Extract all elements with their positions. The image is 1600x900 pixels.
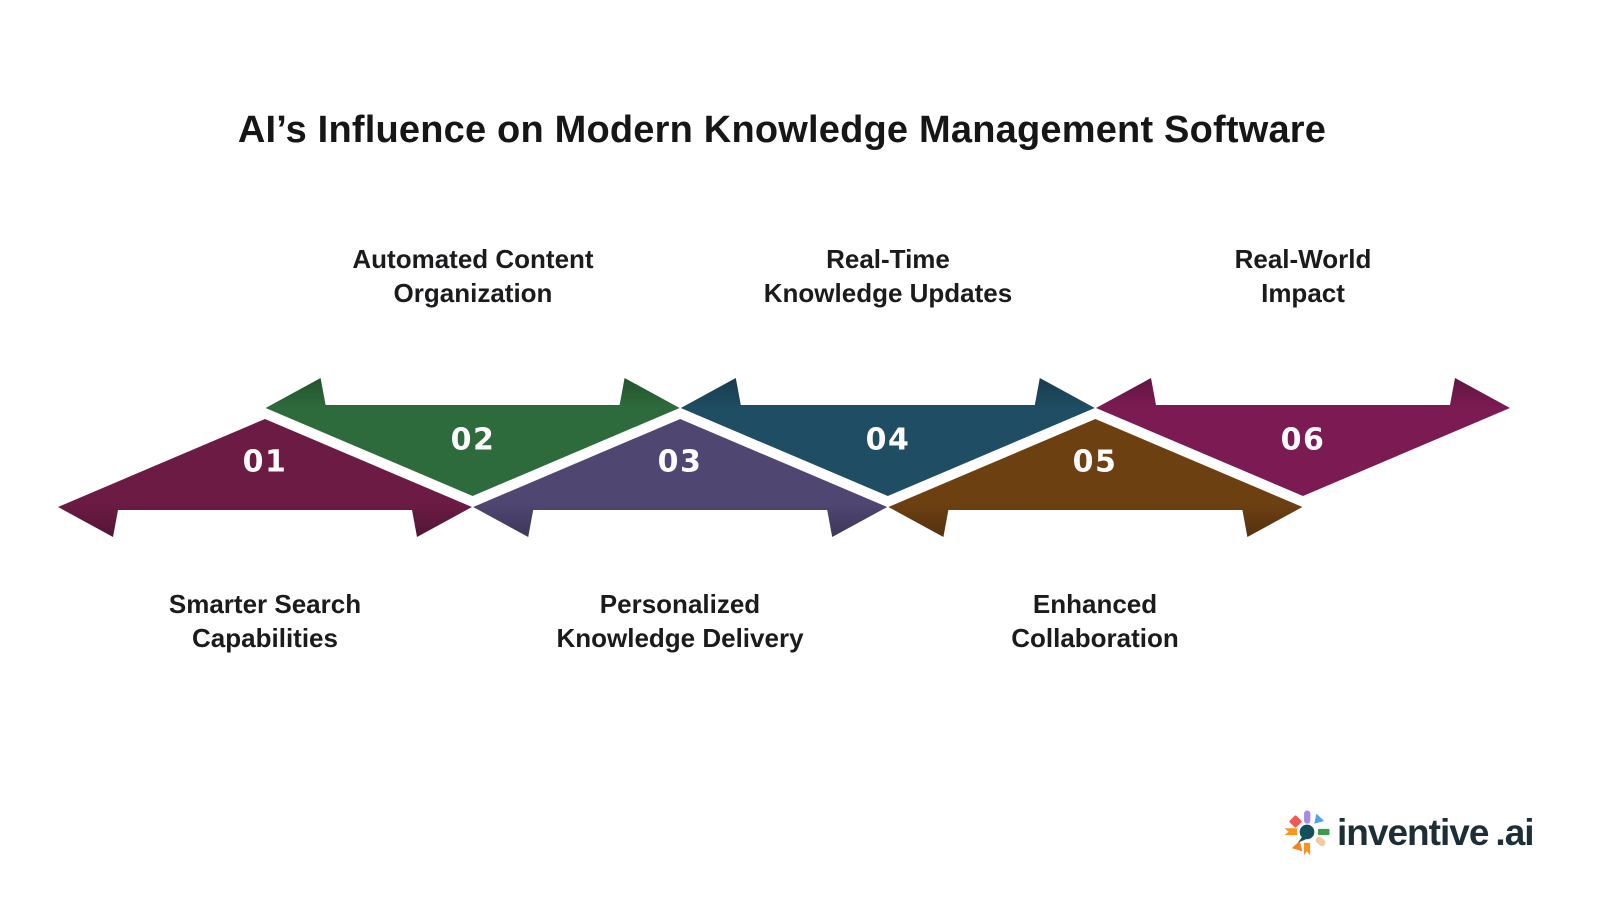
step-2-label-line1: Automated Content xyxy=(352,244,594,274)
step-4-label-line1: Real-Time xyxy=(826,244,950,274)
step-5-label: Enhanced Collaboration xyxy=(895,587,1295,655)
step-6-label: Real-World Impact xyxy=(1103,242,1503,310)
logo-dot: . xyxy=(1495,812,1505,853)
logo-petal-north xyxy=(1304,810,1311,824)
step-4-number: 04 xyxy=(865,422,911,458)
step-3-label-line1: Personalized xyxy=(599,589,761,619)
step-4-label-line2: Knowledge Updates xyxy=(763,278,1013,308)
arrow-shape-04 xyxy=(680,378,1095,496)
step-2-number: 02 xyxy=(450,422,496,458)
step-3-number: 03 xyxy=(657,444,703,480)
logo-petal-northeast xyxy=(1314,813,1325,824)
step-6-label-line2: Impact xyxy=(1261,278,1345,308)
logo-center-speech-tail xyxy=(1298,836,1306,843)
step-5-label-line1: Enhanced xyxy=(1032,589,1158,619)
step-3-label-line2: Knowledge Delivery xyxy=(556,623,804,653)
arrow-shape-06 xyxy=(1096,378,1510,496)
logo-name: inventive xyxy=(1337,812,1489,853)
step-1-label-line1: Smarter Search xyxy=(168,589,362,619)
arrow-shape-01 xyxy=(58,419,472,537)
step-2-label-line2: Organization xyxy=(393,278,553,308)
inventive-logo: inventive.ai xyxy=(1284,804,1535,862)
logo-petal-west xyxy=(1284,828,1298,836)
logo-petal-southwest xyxy=(1291,840,1303,852)
logo-petal-northwest xyxy=(1289,815,1302,828)
step-4-label: Real-Time Knowledge Updates xyxy=(688,242,1088,310)
arrow-shape-03 xyxy=(473,419,888,537)
arrow-shape-05 xyxy=(888,419,1303,537)
step-5-number: 05 xyxy=(1072,444,1118,480)
step-2-label: Automated Content Organization xyxy=(273,242,673,310)
page-title: AI’s Influence on Modern Knowledge Manag… xyxy=(237,109,1327,152)
step-1-label: Smarter Search Capabilities xyxy=(65,587,465,655)
logo-petal-southeast xyxy=(1315,836,1326,847)
step-6-label-line1: Real-World xyxy=(1234,244,1372,274)
logo-petal-south xyxy=(1303,842,1311,856)
step-6-number: 06 xyxy=(1280,422,1326,458)
arrow-shape-02 xyxy=(265,378,680,496)
logo-wordmark: inventive.ai xyxy=(1337,812,1535,854)
step-1-label-line2: Capabilities xyxy=(192,623,338,653)
step-1-number: 01 xyxy=(242,444,288,480)
logo-center-speech-mark xyxy=(1299,824,1315,840)
logo-tld: ai xyxy=(1504,812,1535,853)
inventive-logo-icon xyxy=(1284,810,1330,856)
logo-petal-east xyxy=(1317,828,1330,836)
step-5-label-line2: Collaboration xyxy=(1011,623,1179,653)
step-3-label: Personalized Knowledge Delivery xyxy=(480,587,880,655)
